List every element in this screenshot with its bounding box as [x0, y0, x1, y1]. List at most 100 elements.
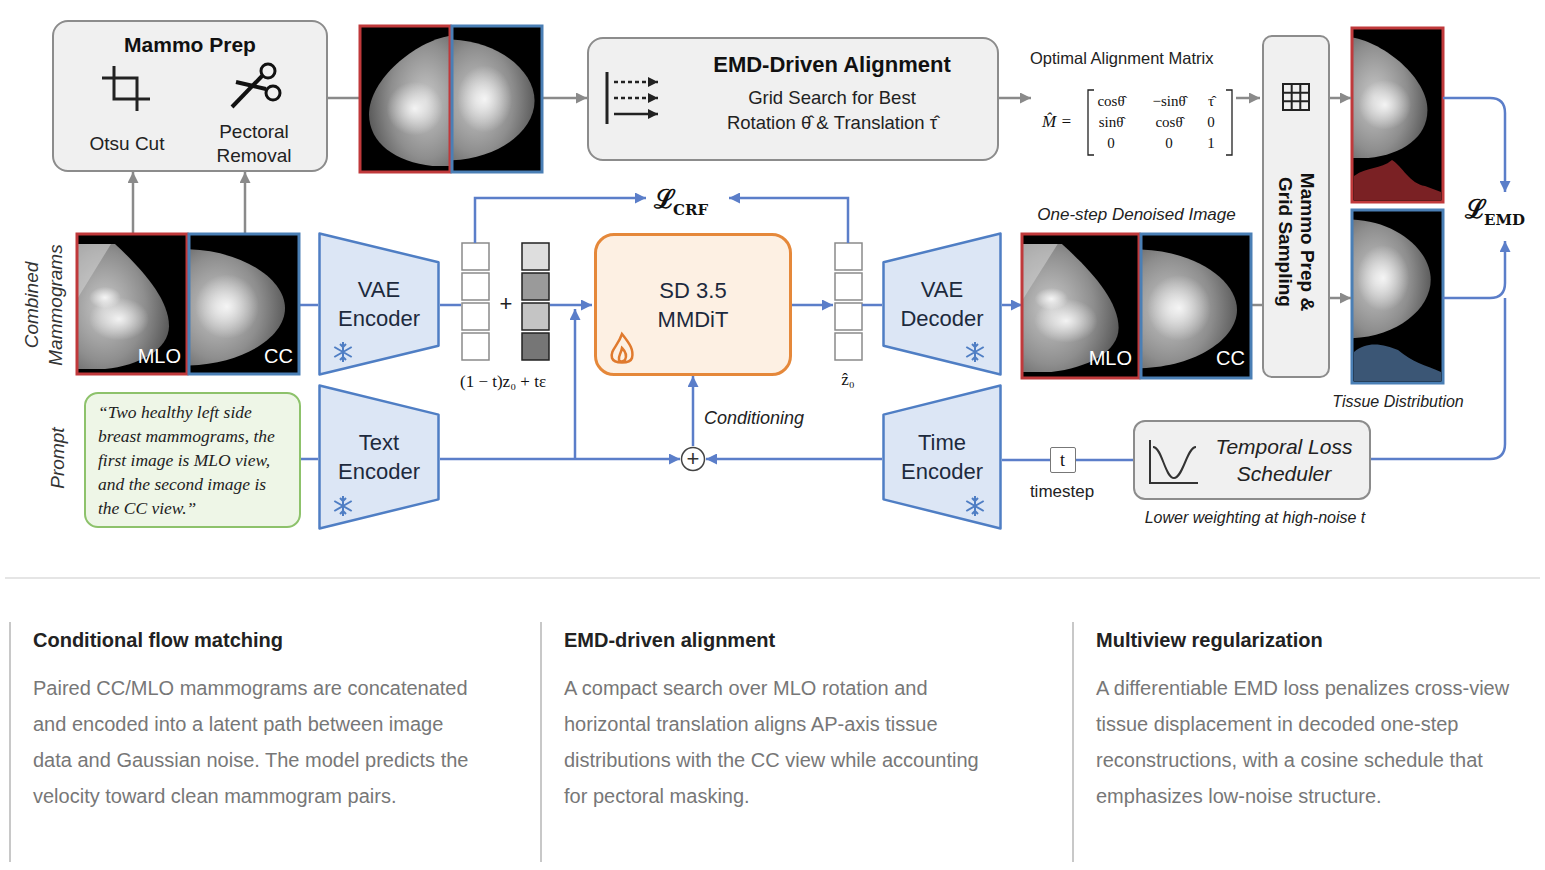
panel-heading: Multiview regularization: [1096, 628, 1536, 653]
connector: [692, 376, 695, 446]
matrix-cell: 0: [1144, 133, 1194, 153]
frozen-icon: [334, 496, 351, 516]
process-box: Mammo Prep & Grid Sampling: [1262, 35, 1330, 378]
encoder-trapezoid: Time Encoder: [882, 384, 1002, 530]
matrix-bracket: [1226, 90, 1232, 155]
timestep-box: ttimestep: [1050, 447, 1076, 473]
module-label: Text Encoder: [318, 428, 440, 486]
model-box: SD 3.5 MMDiT: [594, 233, 792, 376]
section-divider: [5, 577, 1540, 579]
image-caption: Tissue Distribution: [1318, 392, 1478, 412]
panel-heading: One-step Denoised Image: [1002, 204, 1271, 225]
latent-tokens: [522, 333, 549, 360]
latent-tokens: [462, 333, 489, 360]
timestep-symbol: t: [1051, 449, 1074, 471]
trapezoid-outline: [884, 386, 1001, 529]
scissors-icon: [232, 64, 280, 107]
view-label: CC: [1141, 346, 1245, 370]
prompt-box: “Two healthy left side breast mammograms…: [84, 392, 301, 528]
latent-tokens: [522, 273, 549, 300]
grid-icon: [1283, 84, 1309, 110]
info-panel: Conditional flow matchingPaired CC/MLO m…: [9, 622, 479, 862]
row-label: Prompt: [46, 408, 70, 508]
flow-arrows: [1443, 98, 1505, 192]
aligned-mammograms: [1352, 210, 1443, 383]
connector: [1076, 459, 1133, 462]
denoised-mammograms: [1141, 234, 1251, 378]
loss-symbol: ℒ: [654, 184, 676, 214]
sum-sign: +: [680, 447, 706, 471]
box-title: EMD-Driven Alignment: [674, 51, 990, 79]
aligned-mammograms: [1352, 28, 1443, 202]
view-label: CC: [189, 344, 293, 368]
info-panel: EMD-driven alignmentA compact search ove…: [540, 622, 1010, 862]
prompt-text: “Two healthy left side breast mammograms…: [98, 400, 289, 520]
preprocessed-mammograms: [452, 40, 535, 161]
flow-arrows: [862, 304, 882, 307]
matrix-cell: cosθ̂: [1144, 112, 1194, 132]
view-label: MLO: [77, 344, 181, 368]
flow-arrows: [792, 304, 833, 307]
input-mammograms: [189, 234, 299, 374]
connector: [1251, 304, 1262, 307]
latent-tokens: [835, 333, 862, 360]
math-label: (1 − t)z₀ + tε: [443, 372, 563, 392]
panel-heading: Conditional flow matching: [33, 628, 473, 653]
trapezoid-outline: [320, 234, 439, 375]
search-icon: [607, 72, 658, 124]
flow-arrows: [1371, 298, 1505, 459]
scissors-icon: [266, 86, 280, 100]
aligned-mammograms: [1352, 38, 1427, 158]
grid-icon: [1283, 84, 1309, 110]
search-icon: [606, 72, 609, 124]
encoder-trapezoid-outline: [318, 384, 440, 530]
loss-symbol: ℒ: [1465, 194, 1487, 224]
connector: [706, 458, 882, 461]
latent-tokens: [835, 273, 862, 300]
matrix-cell: sinθ̂: [1092, 112, 1130, 132]
scissors-icon: [232, 76, 262, 107]
matrix-cell: τ̂: [1196, 91, 1226, 111]
crop-icon: [102, 66, 150, 111]
box-title: Mammo Prep: [54, 32, 326, 58]
preprocessed-mammograms: [360, 26, 450, 172]
box-title: Mammo Prep & Grid Sampling: [1274, 162, 1318, 322]
denoised-mammograms: [1022, 234, 1251, 378]
connector: [132, 172, 135, 234]
trainable-icon: [612, 334, 633, 363]
sum-node: +: [680, 446, 706, 472]
module-label: VAE Decoder: [882, 275, 1002, 333]
latent-tokens: [462, 243, 489, 270]
trainable-icon: [612, 334, 633, 363]
crop-icon: [102, 78, 137, 111]
frozen-icon: [334, 342, 351, 362]
matrix-cell: −sinθ̂: [1144, 91, 1194, 111]
input-mammograms: [77, 234, 299, 374]
search-icon: [614, 97, 658, 100]
aligned-mammograms: [1354, 345, 1441, 381]
connector: [244, 172, 247, 234]
aligned-mammograms: [1354, 160, 1441, 200]
denoised-mammograms: [1022, 234, 1139, 378]
aligned-mammograms: [1352, 28, 1443, 383]
trapezoid-outline: [884, 234, 1001, 375]
step-label: Otsu Cut: [77, 132, 177, 156]
aligned-mammograms: [1352, 210, 1443, 383]
matrix-bracket: [1088, 90, 1094, 155]
box-note: Lower weighting at high-noise t: [1105, 508, 1405, 528]
math-label: ẑ₀: [818, 370, 878, 390]
loss-subscript: EMD: [1484, 211, 1525, 229]
encoder-trapezoid: Text Encoder: [318, 384, 440, 530]
latent-tokens: [835, 303, 862, 330]
module-label: Time Encoder: [882, 428, 1002, 486]
connector: [1002, 304, 1022, 307]
flow-arrows: [440, 304, 461, 307]
panel-heading: EMD-driven alignment: [564, 628, 1004, 653]
decoder-trapezoid: VAE Decoder: [882, 232, 1002, 376]
arrow-label: Conditioning: [704, 407, 804, 430]
matrix-symbol: M̂ =: [1042, 112, 1072, 132]
latent-tokens: [835, 243, 862, 270]
encoder-trapezoid-outline: [318, 232, 440, 376]
